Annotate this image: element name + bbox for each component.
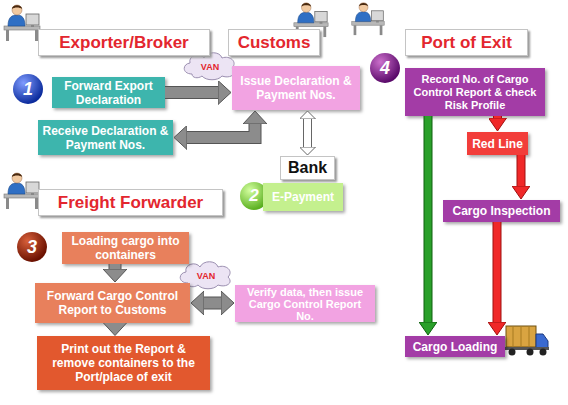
node-text: Red Line bbox=[472, 137, 523, 151]
lane-header: Bank bbox=[280, 156, 335, 180]
callout-circle bbox=[17, 232, 47, 262]
arrow-shaft bbox=[186, 123, 255, 138]
decoration bbox=[536, 334, 548, 349]
node-text: Record No. of Cargo Control Report & che… bbox=[409, 73, 541, 112]
callout-circle bbox=[13, 74, 43, 104]
arrow-shaft bbox=[304, 118, 311, 148]
arrow-shaft bbox=[494, 222, 501, 323]
arrow-outline bbox=[109, 317, 122, 331]
node-text: Forward Cargo Control Report to Customs bbox=[39, 289, 186, 317]
lane-header: Customs bbox=[228, 29, 320, 56]
arrow-outline bbox=[493, 116, 502, 119]
flow-arrow bbox=[115, 264, 116, 270]
flow-arrow bbox=[307, 118, 308, 148]
flow-arrow bbox=[497, 116, 498, 119]
process-box: Cargo Inspection bbox=[443, 200, 560, 222]
arrow-shaft bbox=[518, 155, 525, 187]
arrow-outline bbox=[165, 86, 219, 99]
lane-header: Exporter/Broker bbox=[38, 29, 210, 56]
flow-arrow bbox=[203, 303, 222, 304]
node-text: Customs bbox=[238, 33, 311, 53]
node-text: Freight Forwarder bbox=[58, 193, 203, 213]
arrow-outline bbox=[186, 123, 255, 138]
callout-number: 1 bbox=[8, 79, 48, 99]
flow-arrow bbox=[165, 92, 219, 93]
flow-arrow bbox=[521, 155, 522, 187]
decoration bbox=[521, 327, 522, 346]
arrow-outline bbox=[203, 297, 222, 310]
arrow-outline bbox=[493, 222, 502, 323]
node-text: Verify data, then issue Cargo Control Re… bbox=[239, 286, 371, 322]
flow-arrow bbox=[428, 116, 429, 323]
process-box: Red Line bbox=[467, 132, 528, 155]
flow-arrow bbox=[497, 222, 498, 323]
process-box: Forward Cargo Control Report to Customs bbox=[35, 283, 190, 323]
process-box: Loading cargo into containers bbox=[62, 232, 189, 264]
callout-number: 4 bbox=[365, 58, 405, 78]
lane-header: Port of Exit bbox=[405, 29, 528, 56]
flow-arrow bbox=[115, 323, 116, 325]
person-icon bbox=[4, 173, 40, 209]
decoration bbox=[540, 349, 547, 356]
process-box: Verify data, then issue Cargo Control Re… bbox=[235, 285, 375, 322]
arrow-shaft bbox=[494, 116, 501, 119]
arrow-shaft bbox=[110, 318, 121, 330]
process-box: Issue Declaration & Payment Nos. bbox=[232, 66, 360, 110]
process-box: Record No. of Cargo Control Report & che… bbox=[405, 68, 545, 116]
arrow-outline bbox=[424, 116, 433, 323]
node-text: Receive Declaration & Payment Nos. bbox=[42, 124, 169, 152]
arrow-outline bbox=[303, 118, 312, 148]
node-text: Cargo Loading bbox=[413, 340, 498, 354]
van-cloud bbox=[184, 53, 234, 80]
node-text: Print out the Report & remove containers… bbox=[41, 342, 206, 384]
decoration bbox=[529, 327, 530, 346]
arrow-shaft bbox=[165, 87, 219, 98]
node-text: Forward Export Declaration bbox=[56, 79, 161, 107]
arrow-shaft bbox=[110, 264, 121, 270]
node-text: Loading cargo into containers bbox=[66, 234, 185, 262]
callout-number: 3 bbox=[12, 237, 52, 257]
process-box: Cargo Loading bbox=[405, 336, 505, 357]
decoration bbox=[527, 349, 534, 356]
node-text: Port of Exit bbox=[421, 33, 512, 53]
process-box: Print out the Report & remove containers… bbox=[37, 336, 210, 390]
arrow-shaft bbox=[425, 116, 432, 323]
lane-header: Freight Forwarder bbox=[38, 189, 223, 216]
person-icon bbox=[4, 5, 40, 41]
arrow-outline bbox=[109, 264, 122, 270]
decoration bbox=[506, 326, 536, 347]
van-label: VAN bbox=[190, 57, 230, 77]
decoration bbox=[513, 327, 514, 346]
process-box: Receive Declaration & Payment Nos. bbox=[38, 120, 173, 155]
person-icon bbox=[352, 3, 384, 35]
node-text: Exporter/Broker bbox=[59, 33, 188, 53]
node-text: E-Payment bbox=[272, 190, 334, 204]
decoration bbox=[184, 53, 234, 80]
process-box: Forward Export Declaration bbox=[52, 77, 165, 108]
flow-arrow bbox=[186, 123, 255, 138]
node-text: Issue Declaration & Payment Nos. bbox=[236, 74, 356, 102]
arrow-shaft bbox=[203, 298, 222, 309]
van-label: VAN bbox=[186, 266, 226, 286]
process-box: E-Payment bbox=[263, 183, 343, 211]
decoration bbox=[509, 349, 516, 356]
callout-circle bbox=[370, 53, 400, 83]
node-text: Bank bbox=[288, 158, 327, 178]
arrow-outline bbox=[517, 155, 526, 187]
truck-illustration bbox=[504, 326, 549, 356]
node-text: Cargo Inspection bbox=[452, 204, 550, 218]
